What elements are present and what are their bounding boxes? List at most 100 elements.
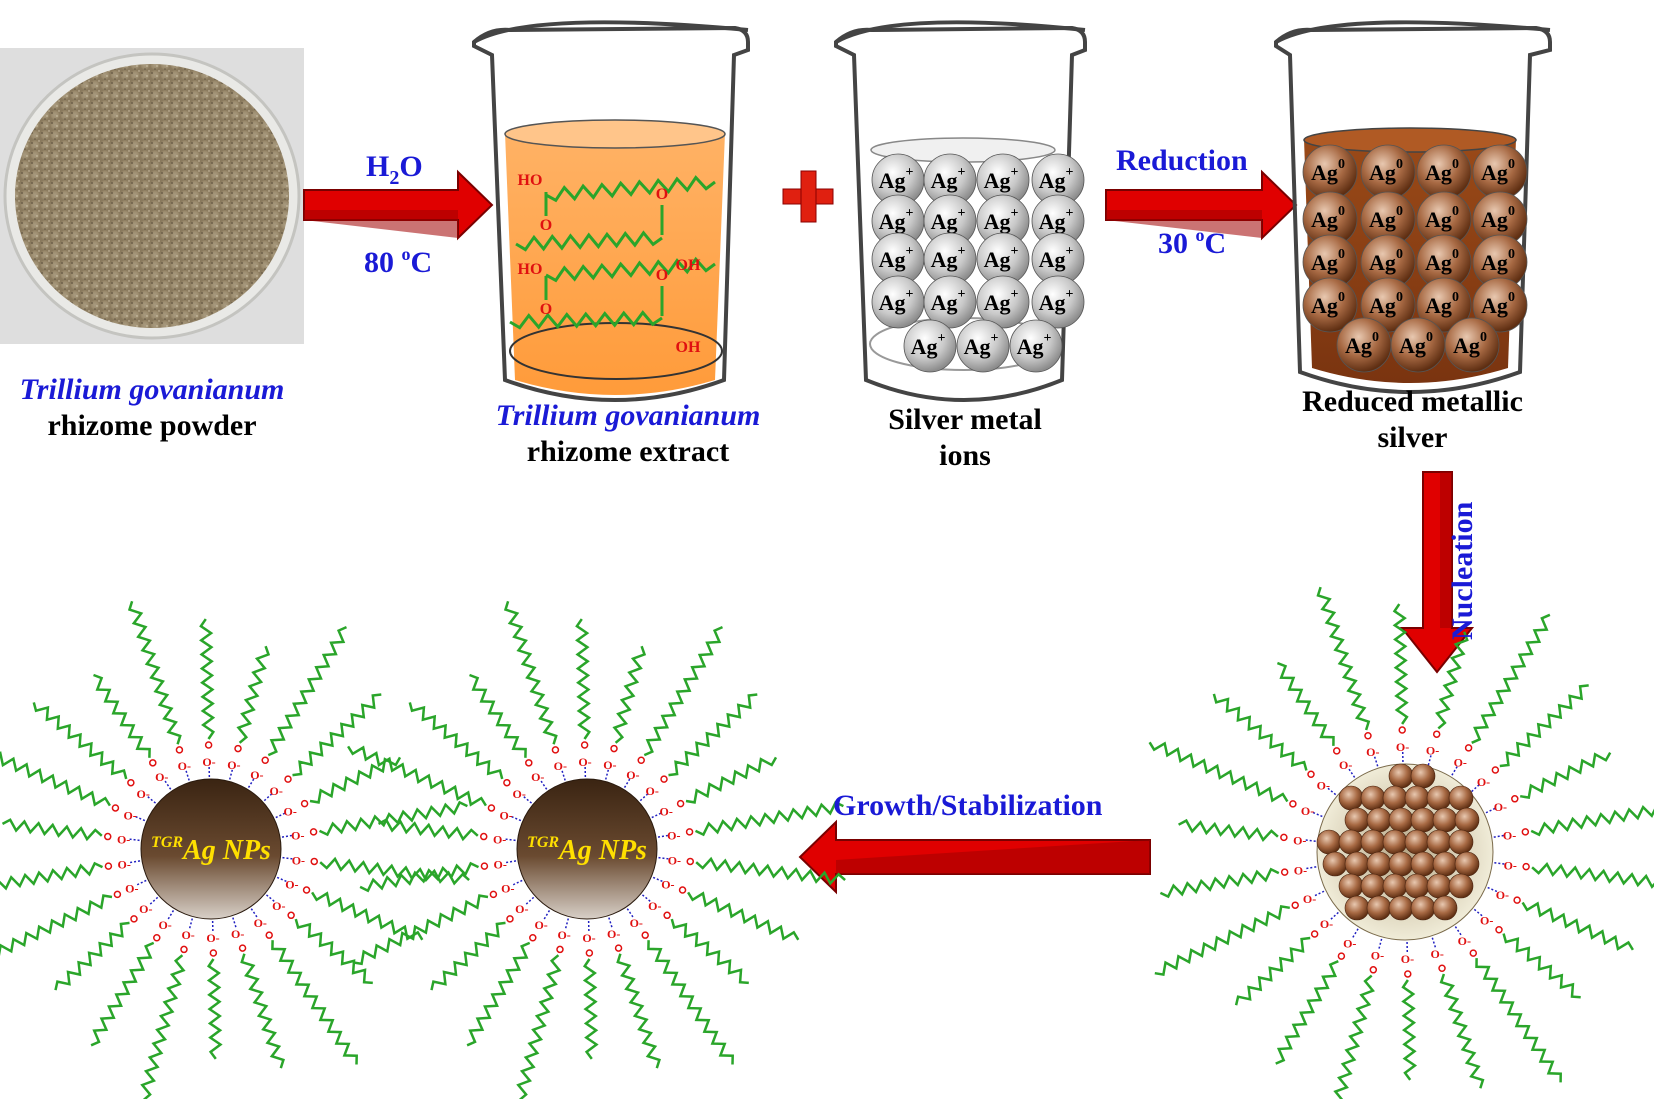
growth-label: Growth/Stabilization bbox=[833, 789, 1103, 822]
coordination-bond bbox=[149, 896, 159, 905]
fatty-chain bbox=[294, 918, 373, 985]
fatty-chain bbox=[516, 954, 562, 1099]
coordination-bond bbox=[651, 812, 662, 819]
carbonyl-oxygen bbox=[1513, 896, 1521, 904]
fatty-chain bbox=[1471, 613, 1551, 744]
carbonyl-oxygen bbox=[480, 862, 489, 870]
reduced-caption: Reduced metallic silver bbox=[1290, 384, 1535, 456]
coordination-bond bbox=[543, 910, 551, 920]
oxygen-anion: O- bbox=[206, 931, 219, 945]
oxygen-anion: O- bbox=[270, 784, 283, 798]
fatty-chain bbox=[206, 958, 223, 1060]
cluster-atom bbox=[1360, 785, 1386, 811]
fatty-chain bbox=[408, 702, 504, 780]
coordination-bond bbox=[1473, 908, 1483, 917]
oxygen-anion: O- bbox=[515, 902, 528, 916]
coordination-bond bbox=[250, 908, 258, 918]
fatty-chain bbox=[0, 861, 104, 891]
carbonyl-oxygen bbox=[1432, 730, 1441, 738]
arrow-nucleation bbox=[1399, 471, 1475, 674]
coordination-bond bbox=[1306, 866, 1317, 870]
carbonyl-oxygen bbox=[685, 828, 694, 836]
oxygen-anion: O- bbox=[554, 759, 567, 773]
carbonyl-oxygen bbox=[686, 857, 695, 866]
carbonyl-oxygen bbox=[489, 890, 498, 899]
fatty-chain bbox=[352, 894, 489, 966]
carbonyl-oxygen bbox=[1404, 970, 1412, 978]
cluster-atom bbox=[1404, 785, 1430, 811]
coordination-bond bbox=[641, 894, 651, 902]
oxygen-anion: O- bbox=[578, 755, 591, 769]
fatty-chain bbox=[685, 756, 778, 804]
carbonyl-oxygen bbox=[302, 886, 311, 894]
cluster-atom bbox=[1344, 895, 1370, 921]
arrow-reduction bbox=[1105, 169, 1298, 241]
fatty-chain bbox=[694, 800, 844, 837]
fatty-chain bbox=[1499, 684, 1589, 768]
coordination-bond bbox=[136, 879, 147, 886]
carbonyl-oxygen bbox=[261, 756, 269, 765]
coordination-bond bbox=[1305, 839, 1316, 842]
fatty-chain bbox=[1531, 861, 1654, 889]
carbonyl-oxygen bbox=[506, 915, 514, 923]
carbonyl-oxygen bbox=[238, 944, 247, 952]
carbonyl-oxygen bbox=[1464, 744, 1473, 752]
cluster-atom bbox=[1454, 851, 1480, 877]
fatty-chain bbox=[612, 645, 647, 744]
oxygen-label: O bbox=[656, 267, 668, 284]
fatty-chain bbox=[140, 954, 186, 1099]
fatty-chain bbox=[643, 625, 724, 757]
oxygen-anion: O- bbox=[254, 916, 267, 930]
fatty-chain bbox=[309, 756, 402, 804]
coordination-bond bbox=[1471, 784, 1480, 793]
arrow-growth bbox=[798, 819, 1151, 895]
powder-species-name: Trillium govanianum bbox=[19, 373, 285, 406]
fatty-chain bbox=[430, 921, 506, 991]
atom-sphere bbox=[976, 275, 1030, 329]
cluster-atom bbox=[1448, 873, 1474, 899]
carbonyl-oxygen bbox=[1289, 800, 1297, 808]
cluster-atom bbox=[1410, 895, 1436, 921]
carbonyl-oxygen bbox=[310, 857, 319, 866]
capped-nanoparticle-1: O-O-O-O-O-O-O-O-O-O-O-O-O-O-O-O-O-O-O-O-… bbox=[0, 600, 470, 1099]
carbonyl-oxygen bbox=[104, 862, 113, 870]
oxygen-anion: O- bbox=[285, 878, 298, 892]
cluster-atom bbox=[1448, 829, 1474, 855]
carbonyl-oxygen bbox=[1495, 926, 1503, 934]
cluster-atom bbox=[1454, 807, 1480, 833]
fatty-chain bbox=[695, 856, 846, 886]
cluster-atom bbox=[1410, 851, 1436, 877]
powder-sub: rhizome powder bbox=[47, 409, 257, 442]
fatty-chain bbox=[1148, 741, 1289, 803]
chain-segment bbox=[509, 310, 663, 330]
oxygen-anion: O- bbox=[1301, 804, 1314, 818]
fatty-chain bbox=[1333, 974, 1375, 1099]
oxygen-anion: O- bbox=[494, 858, 507, 872]
hydroxyl-label: OH bbox=[676, 339, 701, 356]
cluster-atom bbox=[1360, 873, 1386, 899]
oxygen-anion: O- bbox=[1343, 936, 1356, 950]
oxygen-anion: O- bbox=[1293, 833, 1306, 847]
carbonyl-oxygen bbox=[153, 933, 161, 942]
fatty-chain bbox=[647, 940, 734, 1065]
reduced-line2: silver bbox=[1377, 421, 1448, 454]
carbonyl-oxygen bbox=[1522, 862, 1530, 871]
cluster-atom bbox=[1410, 763, 1436, 789]
carbonyl-oxygen bbox=[1469, 949, 1478, 957]
atom-sphere bbox=[923, 275, 977, 329]
cluster-atom bbox=[1338, 829, 1364, 855]
carbonyl-oxygen bbox=[111, 804, 120, 812]
oxygen-anion: O- bbox=[272, 899, 285, 913]
carbonyl-oxygen bbox=[1511, 795, 1519, 803]
oxygen-anion: O- bbox=[1320, 917, 1333, 931]
nanoparticle-label: TGRAg NPs bbox=[527, 834, 647, 866]
oxygen-anion: O- bbox=[118, 858, 131, 872]
cluster-atom bbox=[1344, 807, 1370, 833]
carbonyl-oxygen bbox=[1310, 930, 1319, 938]
coordination-bond bbox=[167, 910, 175, 920]
fatty-chain bbox=[240, 953, 285, 1069]
oxygen-anion: O- bbox=[493, 832, 506, 846]
cluster-atom bbox=[1432, 851, 1458, 877]
oxygen-anion: O- bbox=[607, 927, 620, 941]
